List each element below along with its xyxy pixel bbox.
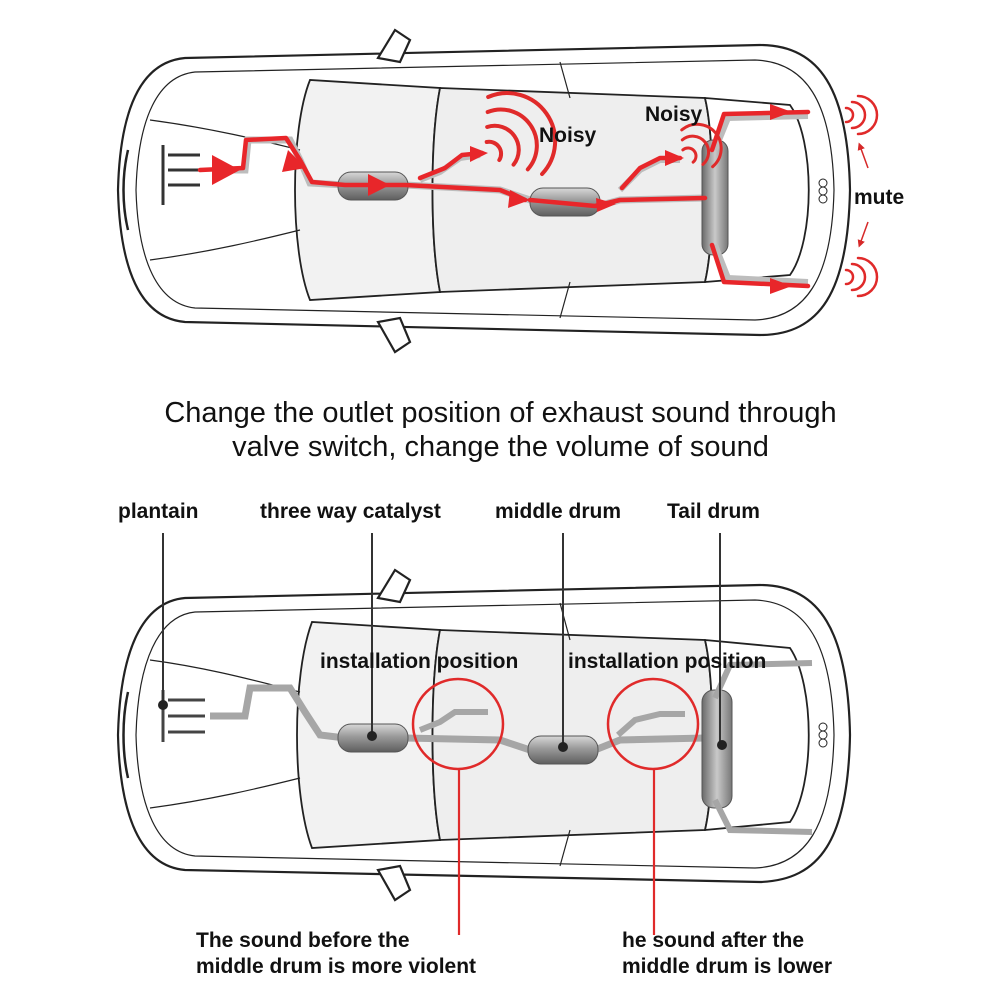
mute-label: mute: [854, 186, 905, 209]
bottom-branch-pipe-2: [616, 711, 685, 738]
bottom-car-mirror-right: [376, 864, 412, 902]
top-mute-arrow-up: [857, 142, 869, 169]
top-tail-pipe-lower: [712, 243, 809, 285]
top-noise-waves-1: [484, 91, 558, 177]
top-mute-waves-upper: [844, 94, 879, 136]
note-after-middle-drum: he sound after the middle drum is lower: [622, 928, 832, 980]
top-car-front-grille: [122, 149, 130, 231]
note-before-line-2: middle drum is more violent: [196, 955, 477, 978]
bottom-car: [116, 568, 852, 902]
dot-catalyst: [367, 731, 377, 741]
top-flow-arrow-5: [470, 146, 488, 162]
caption-line-1: Change the outlet position of exhaust so…: [164, 397, 837, 429]
caption-line-2: valve switch, change the volume of sound: [232, 431, 769, 463]
bottom-exhaust-system: [158, 533, 813, 935]
bottom-car-door-line-1: [559, 602, 571, 641]
top-exhaust-system: [161, 91, 879, 298]
top-flow-arrow-6: [665, 150, 684, 166]
bottom-tail-drum: [701, 689, 733, 809]
dot-tail-drum: [717, 740, 727, 750]
top-mute-arrow-down: [857, 221, 869, 248]
top-car-door-line-1: [559, 61, 571, 99]
note-after-line-1: he sound after the: [622, 929, 805, 952]
note-before-line-1: The sound before the: [196, 929, 410, 952]
top-car-mirror-right: [376, 316, 412, 354]
top-flow-arrow-1: [212, 155, 240, 185]
label-three-way-catalyst: three way catalyst: [260, 500, 441, 523]
top-flow-arrow-9: [770, 278, 792, 294]
label-installation-position-1: installation position: [320, 650, 519, 673]
dot-middle-drum: [558, 742, 568, 752]
bottom-red-leaders: [457, 768, 656, 935]
top-noise-waves-2: [680, 122, 723, 169]
top-flow-arrow-2: [282, 150, 306, 172]
dot-plantain: [158, 700, 168, 710]
noisy-label-2: Noisy: [645, 103, 703, 126]
note-before-middle-drum: The sound before the middle drum is more…: [196, 928, 476, 980]
top-car-mirror-left: [376, 28, 412, 64]
bottom-car-front-grille: [122, 691, 130, 779]
bottom-tail-pipe-lower: [712, 798, 813, 835]
top-flow-arrow-7: [596, 198, 616, 212]
bottom-car-hood-line-2: [149, 777, 301, 809]
bottom-car-mirror-left: [376, 568, 412, 604]
top-car-door-line-2: [559, 281, 571, 319]
label-tail-drum: Tail drum: [667, 500, 760, 523]
top-car-hood-line-1: [149, 119, 301, 151]
label-plantain: plantain: [118, 500, 199, 523]
top-flow-arrow-8: [770, 104, 792, 120]
note-after-line-2: middle drum is lower: [622, 955, 833, 978]
noisy-label-1: Noisy: [539, 124, 597, 147]
top-engine-manifold: [161, 145, 200, 205]
bottom-car-body-inner: [135, 599, 835, 869]
top-car-body-inner: [135, 59, 835, 321]
bottom-leader-lines: [162, 533, 721, 747]
top-flow-arrow-4: [508, 190, 530, 208]
bottom-car-logo-ring-3: [818, 738, 828, 748]
label-installation-position-2: installation position: [568, 650, 767, 673]
top-mute-waves-lower: [844, 256, 879, 298]
bottom-branch-pipe-1: [418, 709, 488, 733]
top-car-logo-ring-3: [818, 194, 828, 204]
bottom-car-door-line-2: [559, 829, 571, 867]
top-flow-arrow-3: [368, 174, 390, 196]
label-middle-drum: middle drum: [495, 500, 622, 523]
top-car-hood-line-2: [149, 229, 301, 261]
